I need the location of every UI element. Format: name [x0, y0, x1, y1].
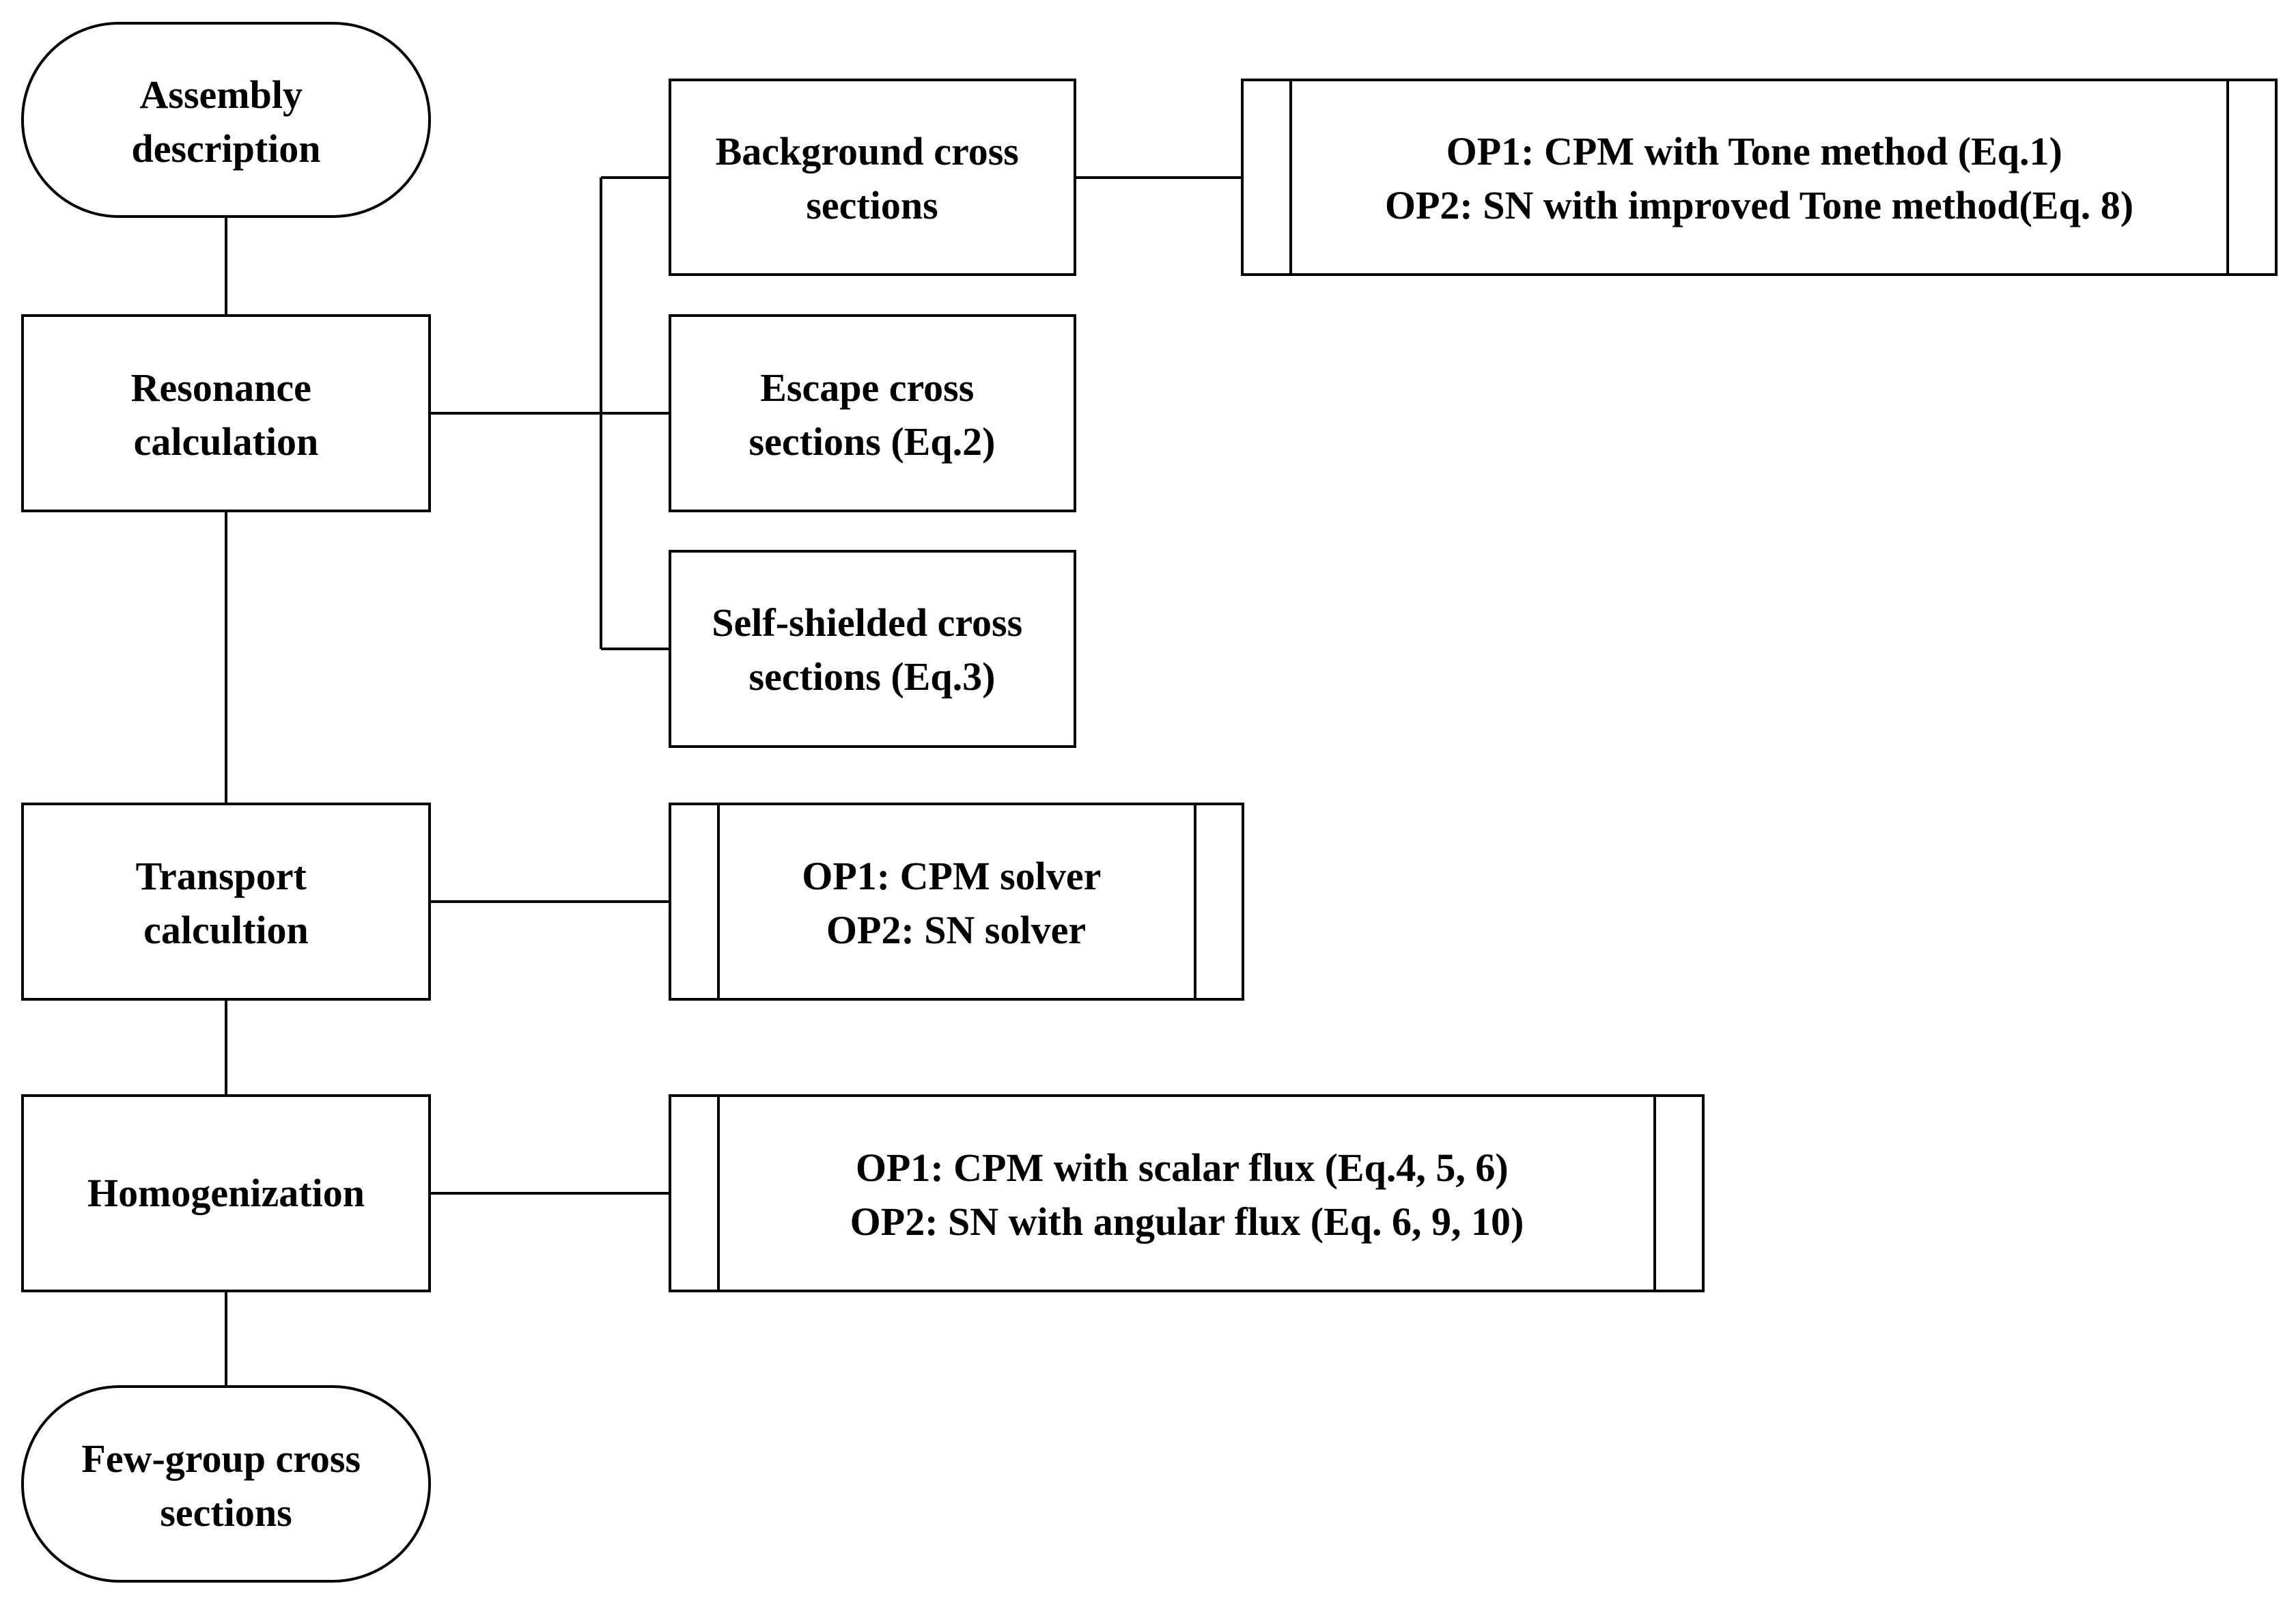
self-shielded-cross-sections-node: Self-shielded cross sections (Eq.3) [669, 550, 1076, 748]
assembly-description-node: Assembly description [21, 22, 431, 218]
background-options-label: OP1: CPM with Tone method (Eq.1) OP2: SN… [1385, 129, 2133, 227]
homogenization-options-label: OP1: CPM with scalar flux (Eq.4, 5, 6) O… [850, 1145, 1524, 1244]
transport-calculation-label: Transport calcultion [136, 854, 317, 952]
transport-options-node: OP1: CPM solver OP2: SN solver [669, 803, 1244, 1001]
connectors [225, 176, 1242, 1387]
resonance-calculation-label: Resonance calculation [131, 365, 322, 464]
self-shielded-cross-sections-label: Self-shielded cross sections (Eq.3) [712, 600, 1032, 699]
few-group-cross-sections-node: Few-group cross sections [21, 1385, 431, 1583]
homogenization-label: Homogenization [87, 1171, 365, 1215]
escape-cross-sections-label: Escape cross sections (Eq.2) [749, 365, 996, 464]
homogenization-node: Homogenization [21, 1094, 431, 1292]
escape-cross-sections-node: Escape cross sections (Eq.2) [669, 314, 1076, 512]
background-options-node: OP1: CPM with Tone method (Eq.1) OP2: SN… [1241, 79, 2278, 276]
transport-calculation-node: Transport calcultion [21, 803, 431, 1001]
few-group-cross-sections-label: Few-group cross sections [81, 1436, 370, 1535]
assembly-description-label: Assembly description [131, 72, 320, 171]
background-cross-sections-node: Background cross sections [669, 79, 1076, 276]
transport-options-label: OP1: CPM solver OP2: SN solver [802, 854, 1110, 952]
homogenization-options-node: OP1: CPM with scalar flux (Eq.4, 5, 6) O… [669, 1094, 1705, 1292]
resonance-calculation-node: Resonance calculation [21, 314, 431, 512]
background-cross-sections-label: Background cross sections [716, 129, 1029, 227]
